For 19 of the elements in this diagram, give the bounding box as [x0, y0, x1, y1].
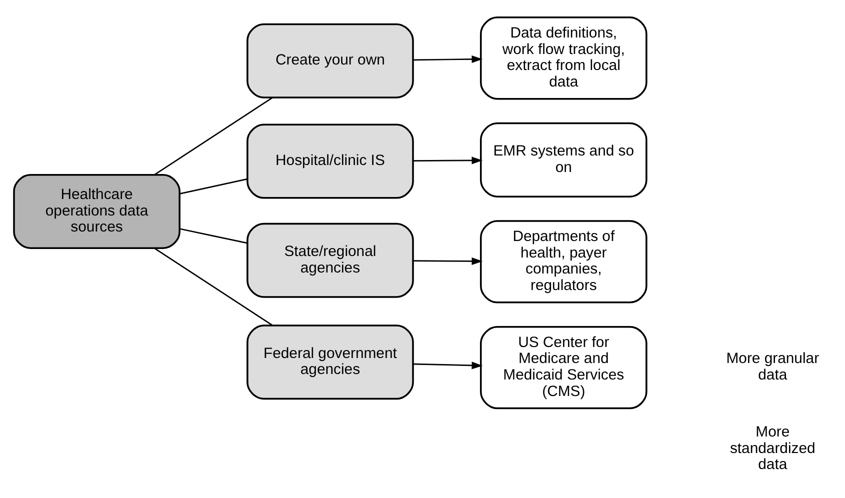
connector — [154, 96, 273, 175]
arrow — [414, 361, 483, 369]
arrow — [414, 54, 483, 63]
connector — [180, 228, 248, 244]
node-box: Hospital/clinic IS — [246, 123, 414, 198]
node-box: Departments of health, payer companies, regulators — [480, 220, 648, 303]
node-box: Data definitions, work flow tracking, extract from local data — [480, 16, 648, 100]
node-box: Healthcare operations data sources — [13, 173, 180, 249]
connector — [154, 247, 273, 326]
arrow — [414, 256, 483, 264]
connector — [180, 178, 248, 194]
label: More granular data — [726, 350, 820, 384]
arrow — [414, 156, 483, 164]
node-box: US Center for Medicare and Medicaid Services (CMS) — [480, 325, 648, 409]
node-box: State/regional agencies — [246, 222, 414, 298]
label: More standardized data — [730, 423, 816, 473]
node-box: Create your own — [246, 22, 414, 98]
node-box: Federal government agencies — [246, 324, 414, 400]
node-box: EMR systems and so on — [480, 122, 648, 197]
